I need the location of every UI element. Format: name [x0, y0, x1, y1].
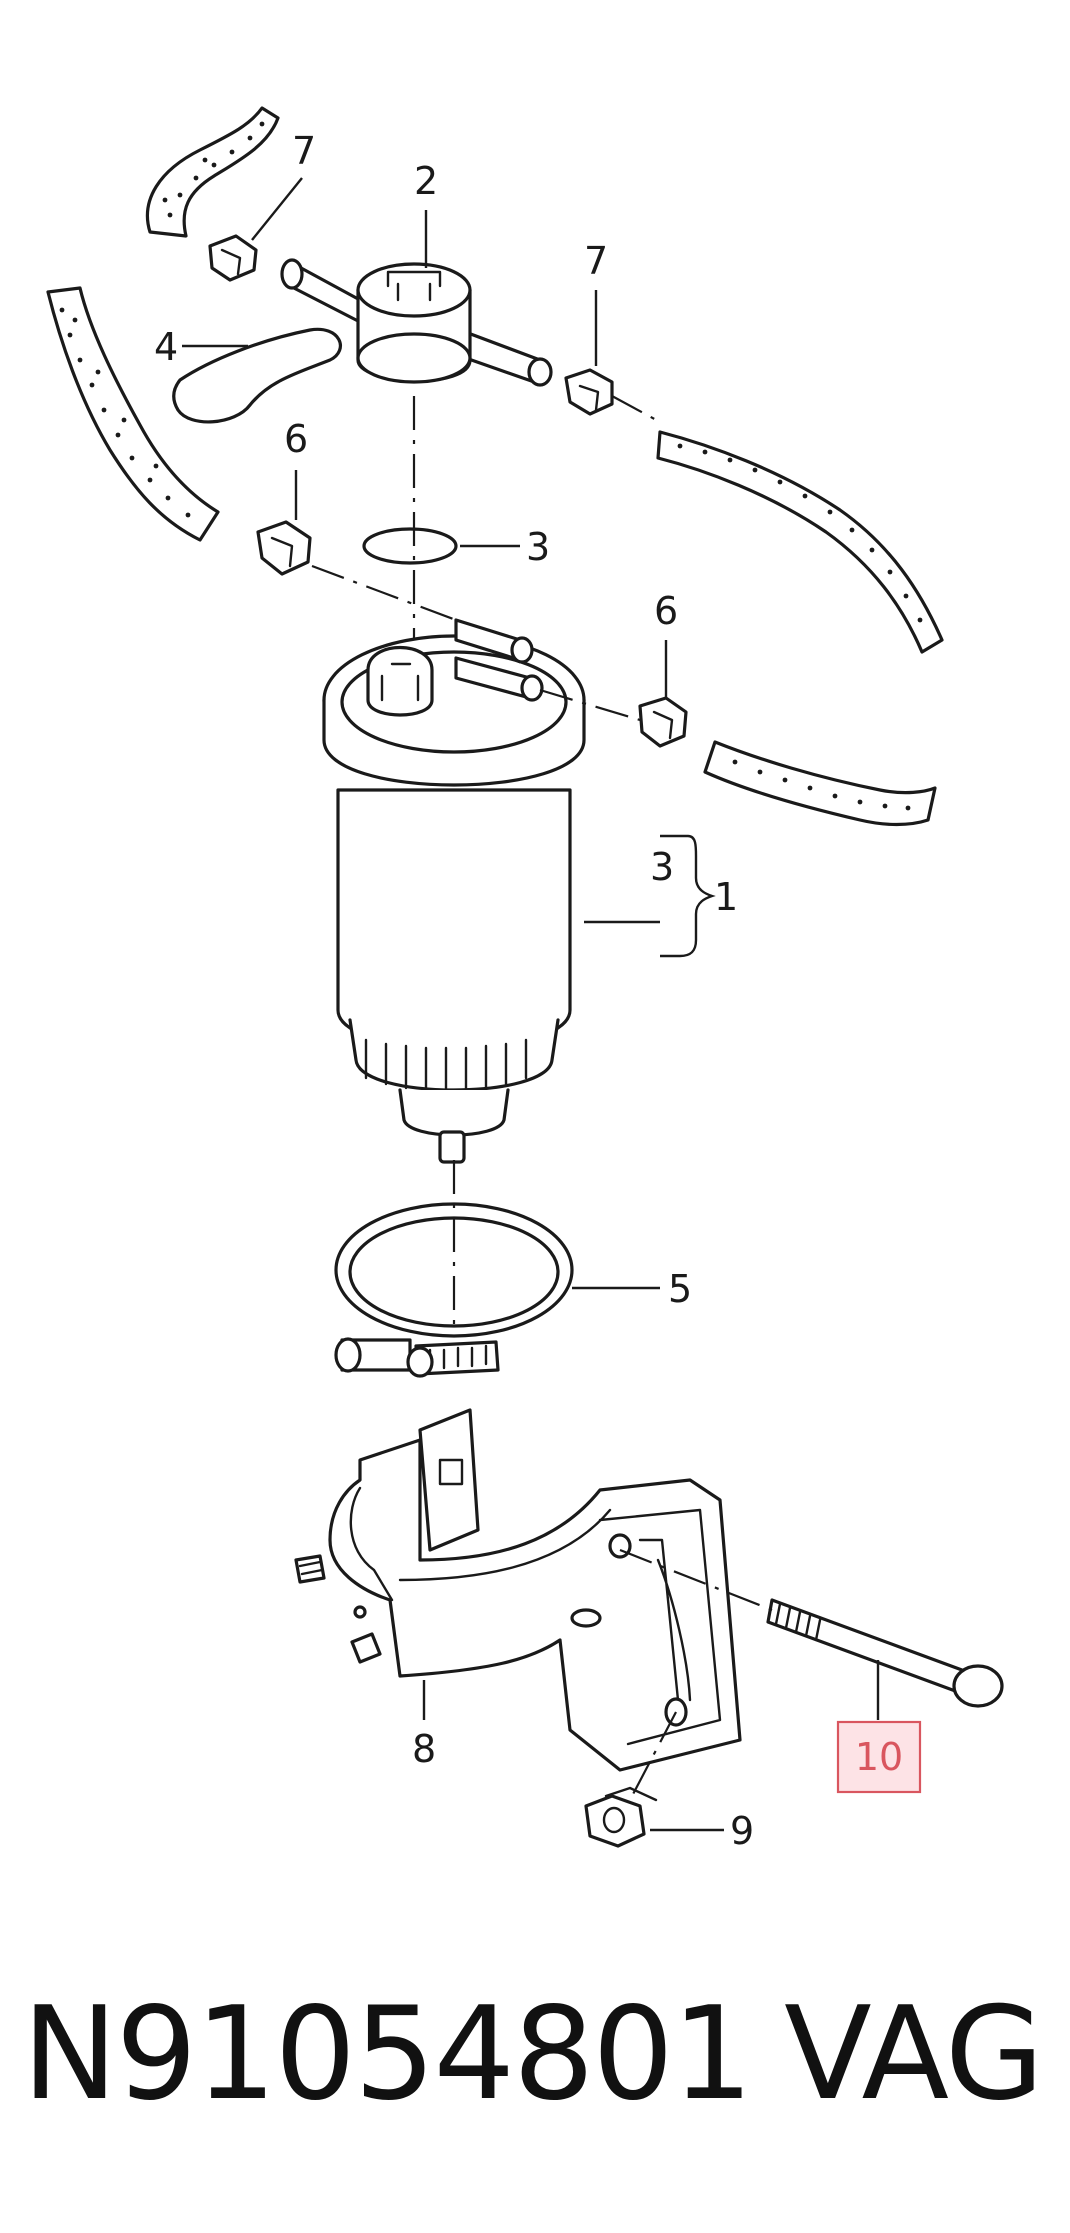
callout-number: 2 — [414, 159, 438, 203]
callout-1: 1 — [584, 834, 738, 958]
callout-9: 9 — [650, 1809, 754, 1853]
part-number: N91054801 — [22, 1980, 753, 2129]
callout-4: 4 — [154, 325, 248, 369]
clamp-band — [334, 1202, 574, 1378]
o-ring-seal — [362, 527, 458, 565]
callout-number: 10 — [855, 1735, 903, 1779]
callout-number: 3 — [526, 525, 550, 569]
hose-right-upper — [656, 430, 944, 654]
callout-number: 4 — [154, 325, 178, 369]
assembly-axes — [311, 395, 773, 1801]
callout-8: 8 — [412, 1680, 436, 1771]
mounting-bracket — [294, 1408, 742, 1772]
callout-6-right: 6 — [654, 589, 678, 698]
callout-number: 1 — [714, 875, 738, 919]
hose-clamp-6-left — [256, 520, 312, 576]
highlight-box — [836, 1720, 922, 1794]
hose-clamp-7-top — [208, 234, 258, 282]
callout-3-filter: 3 — [650, 845, 674, 889]
callout-number: 8 — [412, 1727, 436, 1771]
callout-number: 5 — [668, 1267, 692, 1311]
hose-clamp-6-right — [638, 696, 688, 748]
callout-number: 9 — [730, 1809, 754, 1853]
hose-right-lower — [703, 740, 937, 827]
callout-number: 6 — [654, 589, 678, 633]
hose-left — [46, 286, 220, 542]
hose-texture — [59, 307, 191, 518]
callout-7-top: 7 — [251, 129, 316, 241]
callout-5: 5 — [572, 1267, 692, 1311]
callout-number: 7 — [584, 239, 608, 283]
hex-nut — [584, 1786, 658, 1848]
hose-top-left — [145, 106, 280, 238]
hose-texture — [162, 121, 265, 218]
callout-6-left: 6 — [284, 417, 308, 520]
callout-number: 3 — [650, 845, 674, 889]
hose-clamp-7-right — [564, 368, 614, 416]
callout-10-highlighted: 10 — [836, 1660, 922, 1794]
callout-2: 2 — [414, 159, 438, 268]
callout-number: 7 — [292, 129, 316, 173]
brand-name: VAG — [784, 1980, 1044, 2129]
footer: N91054801 VAG — [0, 1975, 1070, 2135]
callout-7-right: 7 — [584, 239, 608, 366]
hose-texture — [677, 443, 923, 623]
callout-3-ring: 3 — [460, 525, 550, 569]
valve-connector — [172, 258, 553, 424]
fuel-filter-body — [322, 618, 586, 1164]
hose-texture — [732, 759, 911, 811]
bolt — [766, 1598, 1004, 1708]
callout-number: 6 — [284, 417, 308, 461]
